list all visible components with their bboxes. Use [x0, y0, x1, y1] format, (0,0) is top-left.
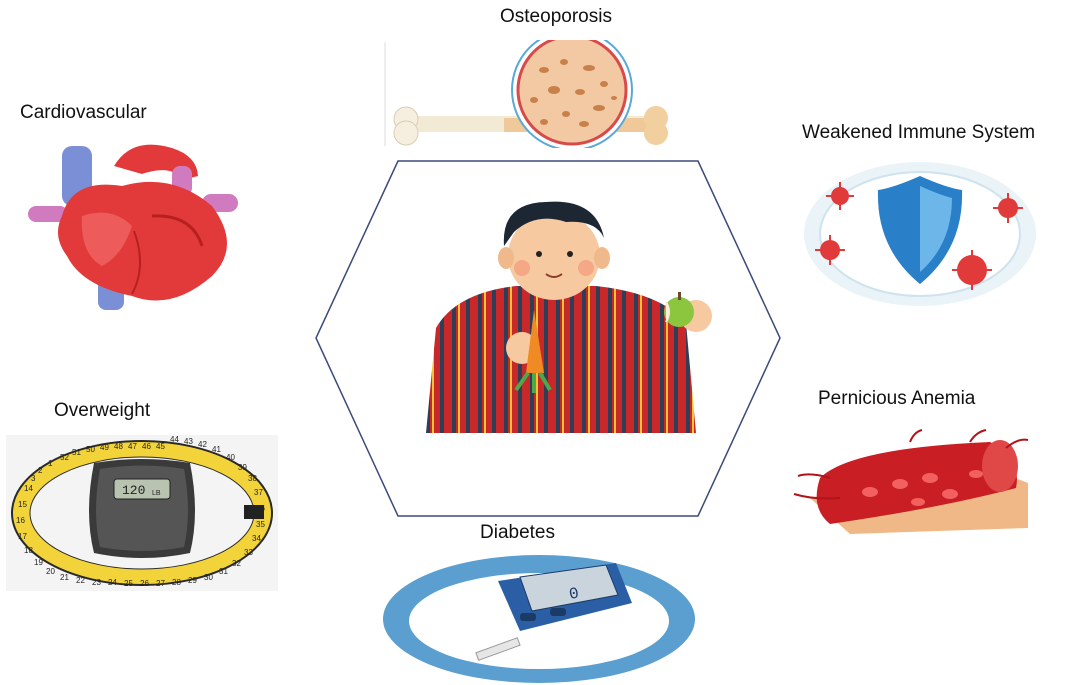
cardiovascular-label: Cardiovascular [20, 102, 147, 124]
tape-tick-35: 35 [256, 520, 265, 529]
tape-tick-46: 46 [142, 442, 151, 451]
tape-tick-38: 38 [248, 474, 257, 483]
tape-tick-33: 33 [244, 548, 253, 557]
tape-tick-31: 31 [219, 567, 228, 576]
tape-tick-40: 40 [226, 453, 235, 462]
pernicious-anemia-label: Pernicious Anemia [818, 388, 975, 410]
tape-tick-15: 15 [18, 500, 27, 509]
tape-tick-47: 47 [128, 442, 137, 451]
scale-tape-measure-icon: 14 15 16 17 18 19 20 21 22 23 24 25 26 2… [6, 435, 278, 591]
scale-display-unit: LB [152, 490, 161, 497]
tape-tick-22: 22 [76, 576, 85, 585]
tape-tick-27: 27 [156, 579, 165, 588]
scale-display-reading: 120 [122, 483, 145, 498]
tape-tick-17: 17 [18, 532, 27, 541]
overweight-label: Overweight [54, 400, 150, 422]
tape-tick-16: 16 [16, 516, 25, 525]
tape-tick-24: 24 [108, 578, 117, 587]
tape-tick-51: 51 [72, 448, 81, 457]
tape-tick-32: 32 [232, 559, 241, 568]
tape-tick-21: 21 [60, 573, 69, 582]
tape-tick-25: 25 [124, 579, 133, 588]
tape-tick-1: 1 [48, 459, 53, 468]
tape-tick-48: 48 [114, 442, 123, 451]
tape-tick-18: 18 [24, 546, 33, 555]
tape-tick-14: 14 [24, 484, 33, 493]
bone-cross-section-icon [384, 40, 674, 148]
shield-virus-icon [802, 158, 1042, 308]
tape-tick-50: 50 [86, 445, 95, 454]
glucose-meter-icon: 0 [380, 553, 698, 685]
tape-tick-26: 26 [140, 579, 149, 588]
blood-vessel-icon [790, 428, 1030, 538]
tape-tick-41: 41 [212, 445, 221, 454]
immune-system-label: Weakened Immune System [802, 122, 1035, 144]
man-eating-healthy-food-illustration [396, 198, 736, 438]
heart-icon [22, 136, 252, 314]
tape-tick-44: 44 [170, 435, 179, 444]
osteoporosis-label: Osteoporosis [500, 6, 612, 28]
tape-tick-52: 52 [60, 453, 69, 462]
tape-tick-29: 29 [188, 576, 197, 585]
tape-tick-20: 20 [46, 567, 55, 576]
tape-tick-42: 42 [198, 440, 207, 449]
tape-tick-19: 19 [34, 558, 43, 567]
tape-tick-30: 30 [204, 573, 213, 582]
tape-tick-34: 34 [252, 534, 261, 543]
tape-tick-45: 45 [156, 442, 165, 451]
tape-tick-49: 49 [100, 443, 109, 452]
tape-tick-23: 23 [92, 578, 101, 587]
tape-tick-37: 37 [254, 488, 263, 497]
tape-tick-3: 3 [31, 474, 36, 483]
tape-tick-2: 2 [38, 466, 43, 475]
diabetes-label: Diabetes [480, 522, 555, 544]
tape-tick-28: 28 [172, 578, 181, 587]
tape-tick-43: 43 [184, 437, 193, 446]
tape-tick-39: 39 [238, 463, 247, 472]
